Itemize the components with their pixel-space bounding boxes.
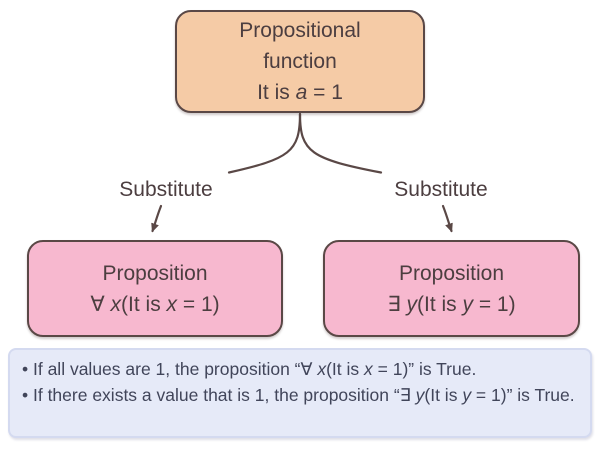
node-line: ∃ y(It is y = 1) <box>387 292 516 316</box>
note-bullet-existential: • If there exists a value that is 1, the… <box>22 385 575 405</box>
note-bullet-universal: • If all values are 1, the proposition “… <box>22 359 477 379</box>
explanation-note-box: • If all values are 1, the proposition “… <box>8 348 592 438</box>
node-line: function <box>263 50 337 73</box>
fork-branch-left <box>227 112 302 174</box>
proposition-universal-node: Proposition ∀ x(It is x = 1) <box>27 240 283 337</box>
proposition-existential-node: Proposition ∃ y(It is y = 1) <box>323 240 580 337</box>
node-line: Proposition <box>102 261 208 285</box>
node-line: ∀ x(It is x = 1) <box>90 292 220 316</box>
substitute-arrow-left-icon <box>151 204 163 233</box>
substitute-label-left: Substitute <box>119 178 213 201</box>
node-line: Proposition <box>398 261 505 285</box>
propositional-function-node: Propositional function It is a = 1 <box>175 10 425 113</box>
node-line: It is a = 1 <box>257 81 343 104</box>
substitute-arrow-right-icon <box>441 204 453 233</box>
fork-branch-right <box>298 112 383 174</box>
node-line: Propositional <box>239 19 361 42</box>
substitute-label-right: Substitute <box>394 178 488 201</box>
